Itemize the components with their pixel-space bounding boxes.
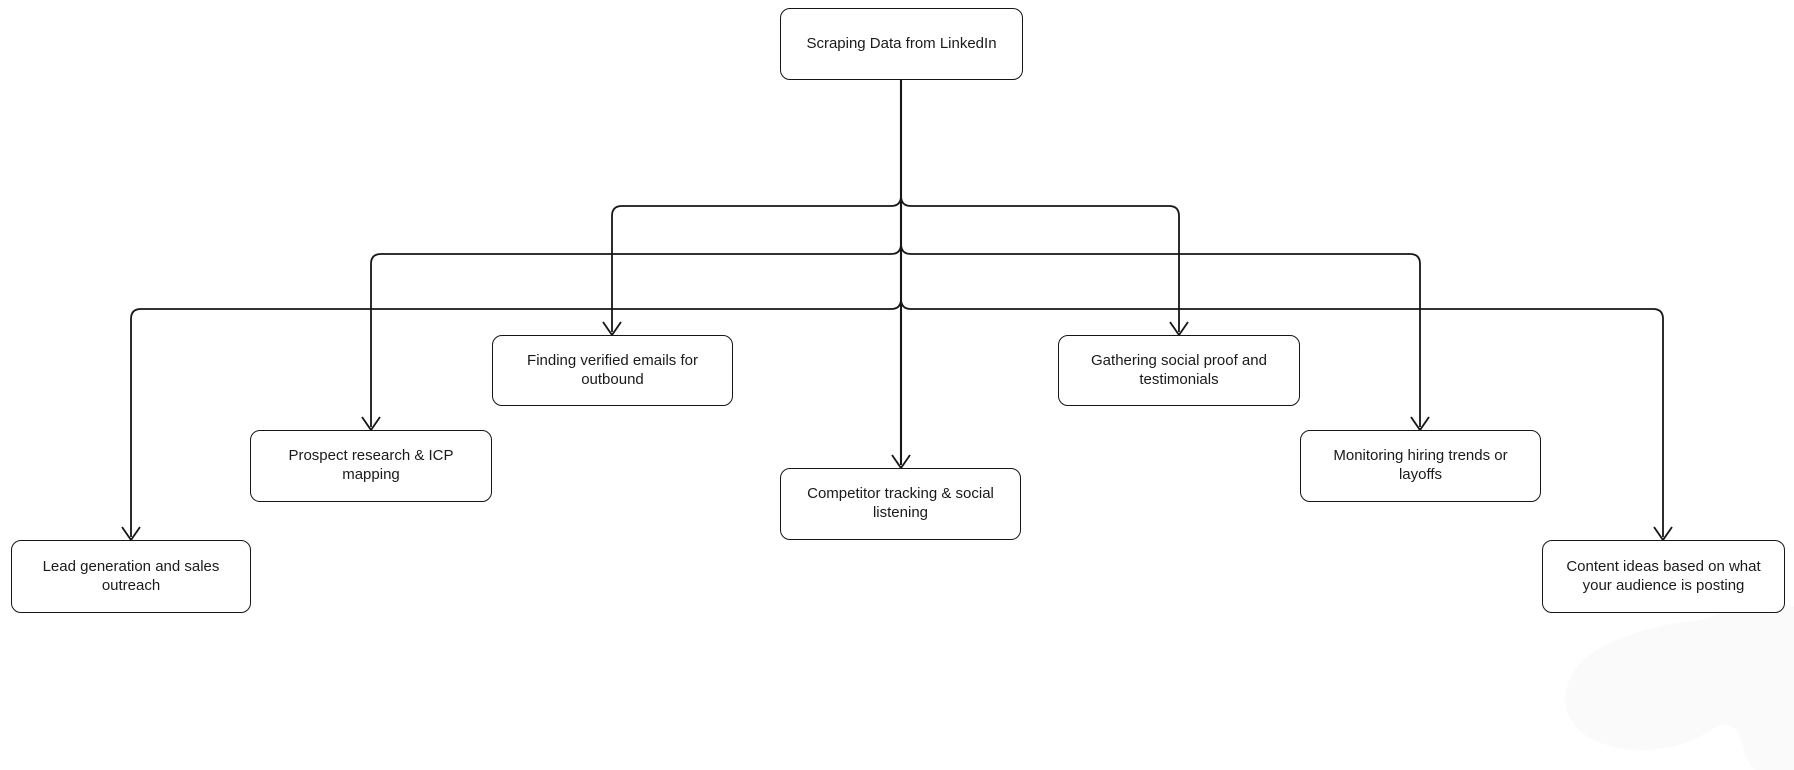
node-hiring-trends-label: Monitoring hiring trends or layoffs — [1333, 447, 1508, 483]
node-prospect-research: Prospect research & ICP mapping — [250, 430, 492, 502]
edge-root-to-social-proof — [900, 80, 1180, 332]
node-lead-generation-label: Lead generation and sales outreach — [42, 557, 220, 594]
node-social-proof-label: Gathering social proof and testimonials — [1091, 351, 1267, 388]
node-hiring-trends: Monitoring hiring trends or layoffs — [1300, 430, 1541, 502]
node-verified-emails-label: Finding verified emails for outbound — [527, 351, 698, 388]
node-root-label: Scraping Data from LinkedIn — [806, 34, 997, 52]
node-lead-generation: Lead generation and sales outreach — [11, 540, 251, 613]
node-content-ideas-label: Content ideas based on what your audienc… — [1566, 557, 1761, 594]
node-content-ideas: Content ideas based on what your audienc… — [1542, 540, 1785, 613]
node-verified-emails: Finding verified emails for outbound — [492, 335, 733, 406]
node-social-proof: Gathering social proof and testimonials — [1058, 335, 1300, 406]
watermark-blob — [1565, 603, 1794, 770]
node-prospect-research-label: Prospect research & ICP mapping — [288, 447, 454, 483]
node-root: Scraping Data from LinkedIn — [780, 8, 1023, 80]
node-competitor-tracking-label: Competitor tracking & social listening — [807, 485, 994, 521]
node-competitor-tracking: Competitor tracking & social listening — [780, 468, 1021, 540]
edge-root-to-verified-emails — [611, 80, 902, 332]
